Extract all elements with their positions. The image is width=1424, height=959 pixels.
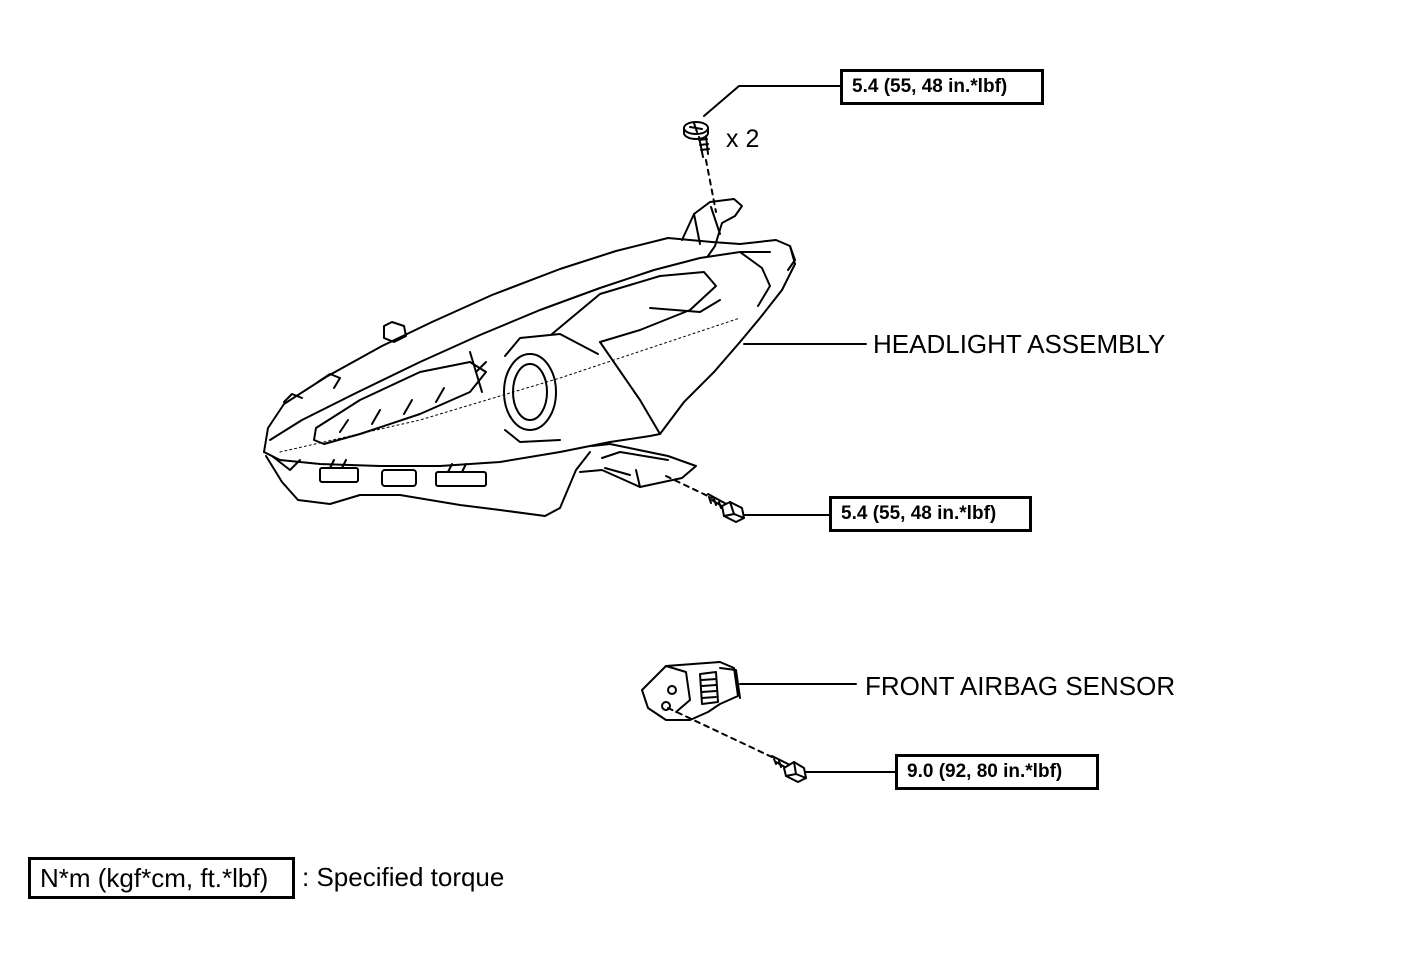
legend-unit-box: N*m (kgf*cm, ft.*lbf) <box>28 857 295 899</box>
lower-bolt-icon <box>707 493 745 523</box>
sensor-dash-line <box>667 707 775 759</box>
legend-description: : Specified torque <box>302 862 505 892</box>
top-dash-line <box>705 159 717 213</box>
headlight-assembly-label: HEADLIGHT ASSEMBLY <box>873 329 1166 359</box>
airbag-sensor-label: FRONT AIRBAG SENSOR <box>865 671 1176 701</box>
quantity-label: x 2 <box>726 125 760 153</box>
top-torque-spec: 5.4 (55, 48 in.*lbf) <box>840 69 1044 105</box>
sensor-bolt-icon <box>771 755 807 783</box>
sensor-torque-spec: 9.0 (92, 80 in.*lbf) <box>895 754 1099 790</box>
top-leader-line <box>703 85 843 117</box>
lower-dash-line <box>665 475 713 499</box>
top-screw-icon <box>683 121 710 158</box>
headlight-assembly-drawing <box>263 198 796 517</box>
airbag-sensor-drawing <box>641 661 741 721</box>
lower-torque-spec: 5.4 (55, 48 in.*lbf) <box>829 496 1032 532</box>
